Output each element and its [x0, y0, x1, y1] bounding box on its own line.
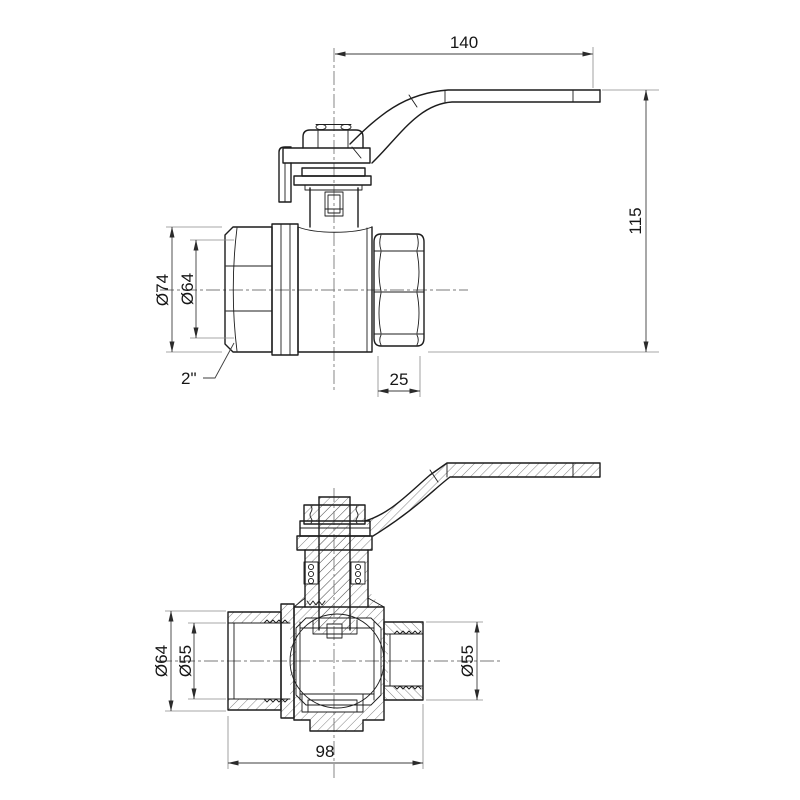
- top-view-dimensions: 140 115 Ø74 Ø64 25 2": [153, 33, 659, 397]
- top-view: 140 115 Ø74 Ø64 25 2": [153, 33, 659, 397]
- dimension-label-d55-right: Ø55: [458, 645, 477, 677]
- centerlines: [160, 48, 468, 392]
- section-view: Ø64 Ø55 Ø55 98: [152, 462, 601, 778]
- dimension-label-d55-left: Ø55: [176, 645, 195, 677]
- section-hatching: [228, 463, 600, 731]
- lever-handle: [349, 89, 601, 164]
- section-view-dimensions: Ø64 Ø55 Ø55 98: [152, 610, 483, 769]
- union-nut: [224, 226, 273, 353]
- dimension-label-thread: 2": [181, 369, 197, 388]
- dimension-label-140: 140: [450, 33, 478, 52]
- dimension-label-98: 98: [316, 742, 335, 761]
- dimension-label-d74: Ø74: [153, 274, 172, 306]
- hex-end: [373, 233, 425, 347]
- valve-body: [297, 187, 373, 353]
- collar-ring: [271, 223, 299, 356]
- stem-assembly: [278, 123, 372, 203]
- dimension-label-d64-top: Ø64: [178, 273, 197, 305]
- dimension-label-115: 115: [626, 207, 645, 234]
- section-stem: [293, 496, 385, 639]
- section-right-cap: [383, 621, 424, 701]
- dimension-label-d64-section: Ø64: [152, 645, 171, 677]
- section-handle: [364, 462, 601, 537]
- dimension-label-25: 25: [390, 370, 409, 389]
